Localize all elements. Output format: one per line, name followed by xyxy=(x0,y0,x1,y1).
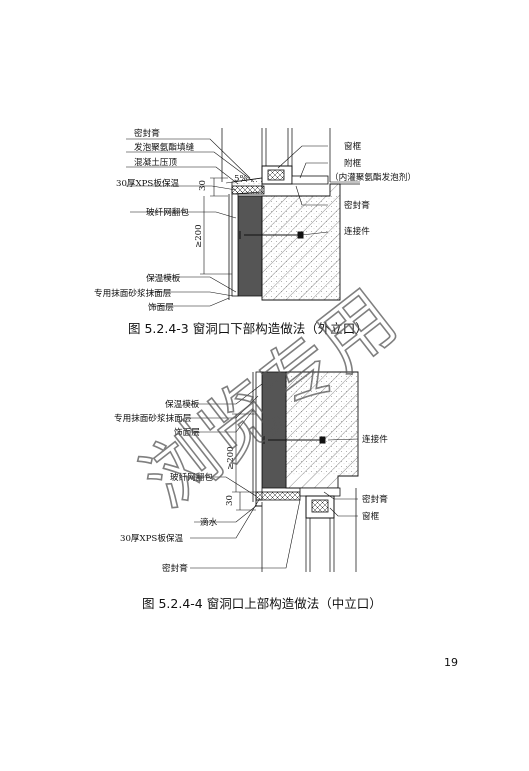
label-foam-fill: 发泡聚氨酯填缝 xyxy=(134,141,195,153)
xps-board-top xyxy=(231,185,265,195)
caption-figure-5-2-4-3: 图 5.2.4-3 窗洞口下部构造做法（外立口） xyxy=(128,321,368,336)
window-frame-profile xyxy=(261,165,329,185)
dim-200-bottom: ≥200 xyxy=(226,446,236,470)
connector-anchor xyxy=(239,231,304,239)
label-sub-frame: 附框 xyxy=(344,157,362,169)
label-drip: 滴水 xyxy=(200,516,218,528)
caption-figure-5-2-4-4: 图 5.2.4-4 窗洞口上部构造做法（中立口） xyxy=(142,596,382,611)
label-connector-top: 连接件 xyxy=(344,225,370,237)
label-window-frame-top: 窗框 xyxy=(344,140,362,152)
dim-slope: 5% xyxy=(234,174,248,184)
leaders-bottom xyxy=(190,383,359,569)
figure-window-sill-detail: 30 5% ≥200 密封膏 发泡聚氨酯填缝 混凝土压顶 30厚XPS板保温 窗… xyxy=(94,127,416,336)
wall-speckle-bottom xyxy=(286,372,358,476)
label-finish-top: 饰面层 xyxy=(148,301,174,313)
window-frame-lower xyxy=(261,488,357,572)
label-mesh-top: 玻纤网翻包 xyxy=(146,206,189,218)
label-sub-frame-note: （内灌聚氨酯发泡剂） xyxy=(330,171,416,183)
label-mesh-bottom: 玻纤网翻包 xyxy=(170,471,213,483)
label-insulation-board-top: 保温模板 xyxy=(146,272,181,284)
xps-board-bottom xyxy=(255,491,301,501)
dim-200-top: ≥200 xyxy=(194,224,204,248)
window-frame-upper xyxy=(221,128,331,182)
label-mortar-top: 专用抹面砂浆抹面层 xyxy=(94,287,172,299)
label-insulation-board-bottom: 保温模板 xyxy=(165,398,200,410)
label-mortar-bottom: 专用抹面砂浆抹面层 xyxy=(114,412,192,424)
insulation-template xyxy=(237,195,263,297)
label-sealant-top: 密封膏 xyxy=(134,127,160,139)
label-sealant-bottom: 密封膏 xyxy=(162,562,188,574)
label-xps-bottom: 30厚XPS板保温 xyxy=(120,532,184,544)
label-concrete-cap: 混凝土压顶 xyxy=(134,156,177,168)
mortar-layer xyxy=(231,193,239,297)
leaders-top xyxy=(126,138,329,307)
dim-30-top: 30 xyxy=(198,180,208,191)
label-xps-top: 30厚XPS板保温 xyxy=(116,177,180,189)
label-window-frame-bottom: 窗框 xyxy=(362,510,380,522)
wall-speckle xyxy=(262,196,340,300)
label-sealant-right-bottom: 密封膏 xyxy=(362,493,388,505)
page-number: 19 xyxy=(444,656,458,669)
figure-window-head-detail: ≥200 30 保温模板 专用抹面砂浆抹面层 饰面层 连接件 玻纤网翻包 密封膏… xyxy=(114,371,388,611)
connector-anchor-bottom xyxy=(263,436,326,444)
label-connector-bottom: 连接件 xyxy=(362,433,388,445)
dim-30-bottom: 30 xyxy=(225,495,235,506)
label-sealant-right-top: 密封膏 xyxy=(344,199,370,211)
window-frame-profile-bottom xyxy=(299,487,341,519)
label-finish-bottom: 饰面层 xyxy=(174,426,200,438)
